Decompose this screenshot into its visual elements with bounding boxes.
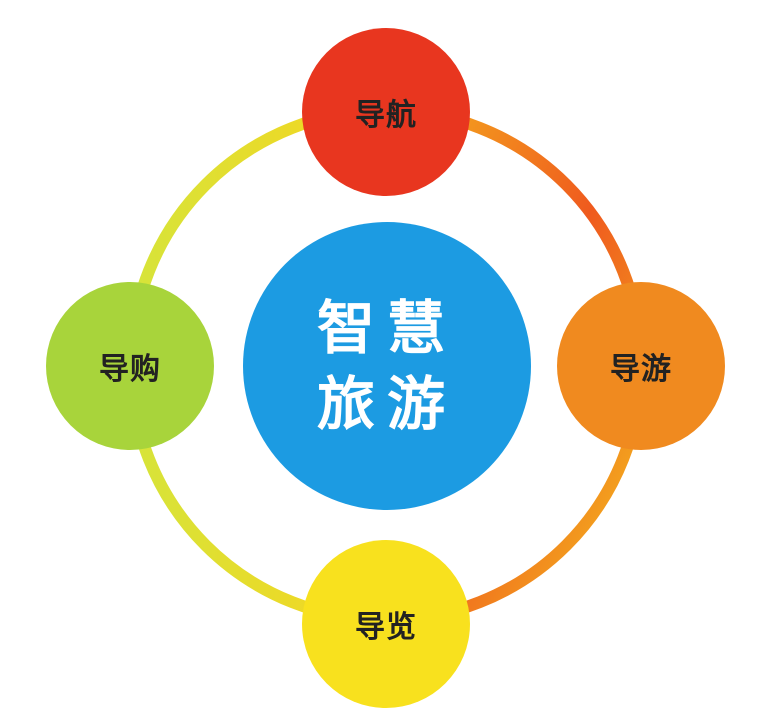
node-tour-guide: 导游	[557, 282, 725, 450]
node-label: 导购	[99, 352, 161, 387]
node-navigation: 导航	[302, 28, 470, 196]
center-title-line1: 智慧	[316, 294, 457, 362]
node-label: 导航	[355, 98, 417, 133]
node-sightseeing-guide: 导览	[302, 540, 470, 708]
node-shopping-guide: 导购	[46, 282, 214, 450]
center-title-line2: 旅游	[316, 370, 457, 438]
node-label: 导游	[610, 352, 672, 387]
node-label: 导览	[355, 610, 417, 645]
center-circle: 智慧 旅游	[243, 222, 531, 510]
